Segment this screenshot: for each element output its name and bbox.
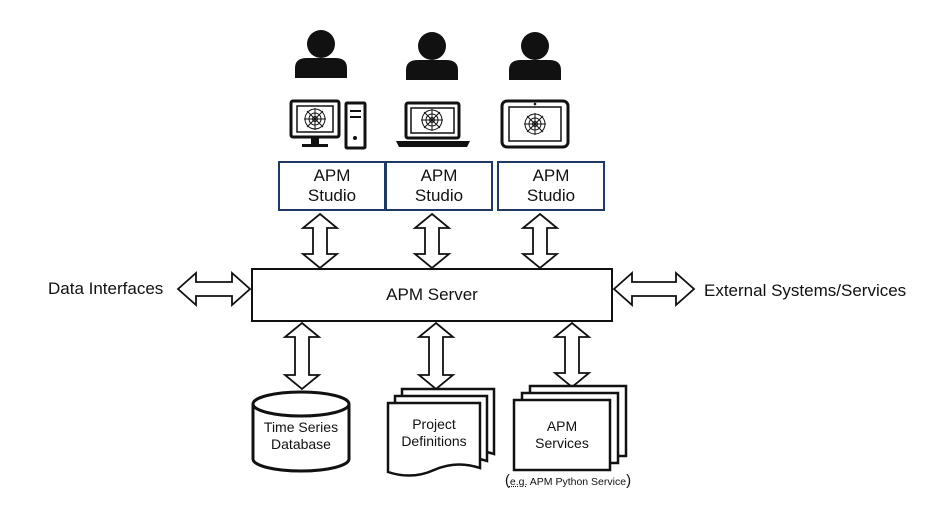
user-icon — [509, 32, 561, 80]
studio-server-arrow-2 — [412, 212, 452, 270]
studio-server-arrow-1 — [300, 212, 340, 270]
user-icon — [295, 30, 347, 78]
server-services-arrow — [552, 321, 592, 389]
services-example-note: (e.g. APM Python Service) — [504, 472, 632, 489]
server-projects-arrow — [416, 321, 456, 391]
apm-studio-desktop: APM Studio — [278, 161, 386, 211]
apm-services-label: APM Services — [535, 418, 589, 451]
database-label: Time Series Database — [263, 419, 339, 452]
studio-label-line1: APM — [420, 166, 458, 186]
apm-studio-laptop: APM Studio — [385, 161, 493, 211]
laptop-icon — [396, 101, 470, 147]
vertical-arrows — [282, 212, 592, 391]
database-icon — [251, 390, 351, 473]
document-stack-icon — [386, 387, 496, 477]
desktop-icon — [289, 99, 367, 150]
server-database-arrow — [282, 321, 322, 391]
services-stack-icon — [512, 384, 628, 472]
studio-label-line2: Studio — [414, 186, 464, 205]
user-icon — [406, 32, 458, 80]
studio-label-line1: APM — [532, 166, 570, 186]
apm-studio-tablet: APM Studio — [497, 161, 605, 211]
data-interfaces-arrow — [176, 270, 252, 308]
external-systems-label: External Systems/Services — [704, 281, 907, 300]
studio-label-line2: Studio — [307, 186, 357, 205]
data-interfaces-label: Data Interfaces — [48, 279, 164, 298]
studio-label-line2: Studio — [526, 186, 576, 205]
apm-server-box: APM Server — [251, 268, 613, 322]
project-definitions-label: Project Definitions — [401, 416, 467, 449]
tablet-icon — [500, 99, 570, 149]
server-label: APM Server — [386, 285, 478, 304]
external-systems-arrow — [612, 270, 696, 308]
studio-server-arrow-3 — [520, 212, 560, 270]
studio-label-line1: APM — [313, 166, 351, 186]
